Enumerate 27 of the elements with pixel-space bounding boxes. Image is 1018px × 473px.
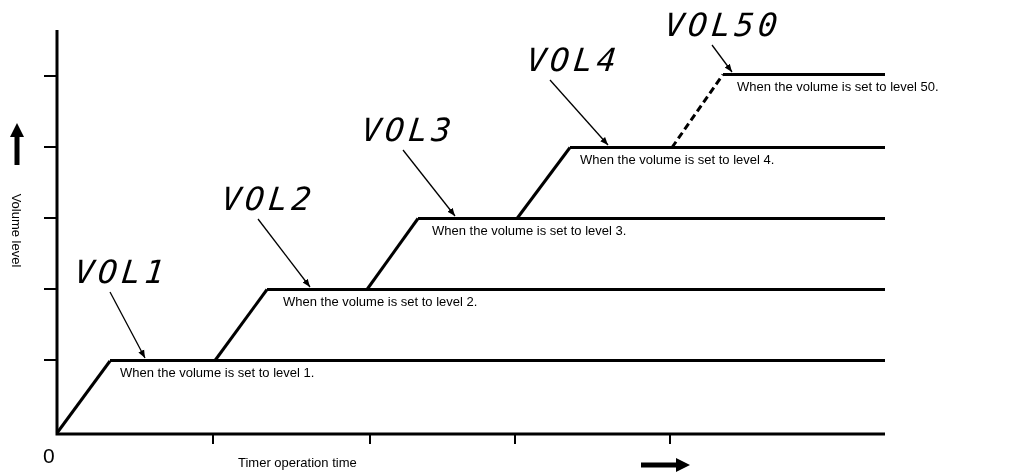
display-readout: VOL2 (220, 183, 317, 215)
display-readout: VOL50 (663, 9, 783, 41)
axis-title: Timer operation time (238, 455, 357, 470)
volume-level-line (570, 146, 885, 149)
volume-level-line (267, 288, 885, 291)
volume-level-line (723, 73, 885, 76)
leader-line (549, 79, 609, 146)
display-readout: VOL4 (525, 44, 622, 76)
level-note: When the volume is set to level 1. (120, 365, 315, 380)
display-readout: VOL1 (73, 256, 170, 288)
volume-ramp-line (515, 146, 572, 220)
level-note: When the volume is set to level 4. (580, 152, 775, 167)
volume-level-line (110, 359, 885, 362)
axis-title: Volume level (9, 193, 25, 267)
display-readout: VOL3 (360, 114, 457, 146)
volume-ramp-line (365, 217, 420, 291)
axis-origin-label: 0 (43, 444, 55, 467)
level-note: When the volume is set to level 50. (737, 79, 939, 94)
level-note: When the volume is set to level 3. (432, 223, 627, 238)
volume-ramp-line (670, 73, 725, 149)
leader-line (711, 44, 733, 73)
leader-line (402, 149, 456, 217)
leader-line (109, 291, 146, 359)
volume-ramp-line (213, 288, 269, 362)
volume-level-line (418, 217, 885, 220)
level-note: When the volume is set to level 2. (283, 294, 478, 309)
leader-line (257, 218, 311, 288)
